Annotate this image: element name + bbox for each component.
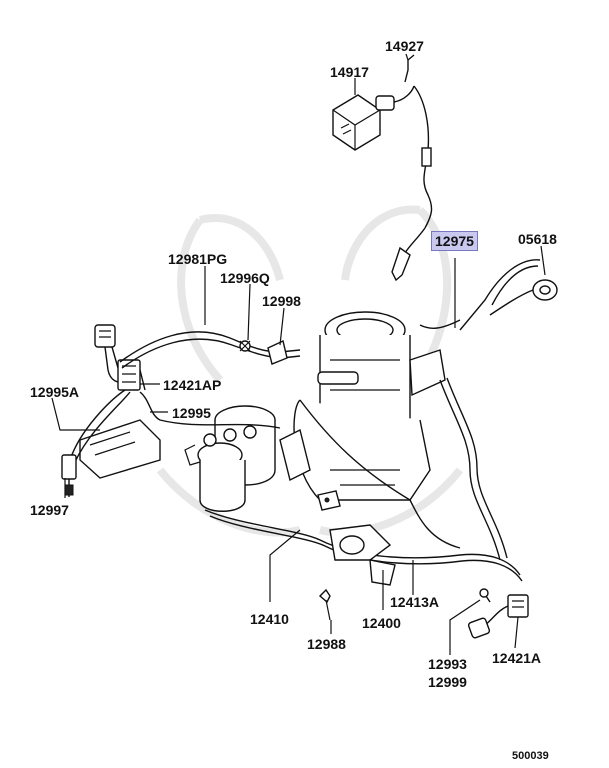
upper-vacuum-hose [119,331,301,369]
label-12998[interactable]: 12998 [262,293,301,309]
label-12997[interactable]: 12997 [30,502,69,518]
label-12999[interactable]: 12999 [428,674,467,690]
distributor [184,405,311,512]
label-12421AP[interactable]: 12421AP [163,377,222,393]
label-12421A[interactable]: 12421A [492,650,542,666]
label-12995[interactable]: 12995 [172,405,211,421]
label-12410[interactable]: 12410 [250,611,289,627]
label-12993[interactable]: 12993 [428,656,467,672]
label-05618[interactable]: 05618 [518,231,557,247]
right-lower-connectors [467,588,529,639]
label-12975-highlighted[interactable]: 12975 [431,231,478,251]
oxygen-sensor-assembly [332,54,433,282]
left-harness-module [61,324,281,497]
label-12981PG[interactable]: 12981PG [168,251,228,267]
figure-number: 500039 [512,750,549,762]
label-12413A[interactable]: 12413A [390,594,440,610]
label-12995A[interactable]: 12995A [30,384,80,400]
label-14927[interactable]: 14927 [385,38,424,54]
label-14917[interactable]: 14917 [330,64,369,80]
label-12400[interactable]: 12400 [362,615,401,631]
leader-lines [51,53,546,655]
label-12996Q[interactable]: 12996Q [220,270,270,286]
throttle-body [293,311,446,501]
lower-harness [204,377,523,621]
label-12988[interactable]: 12988 [307,636,346,652]
